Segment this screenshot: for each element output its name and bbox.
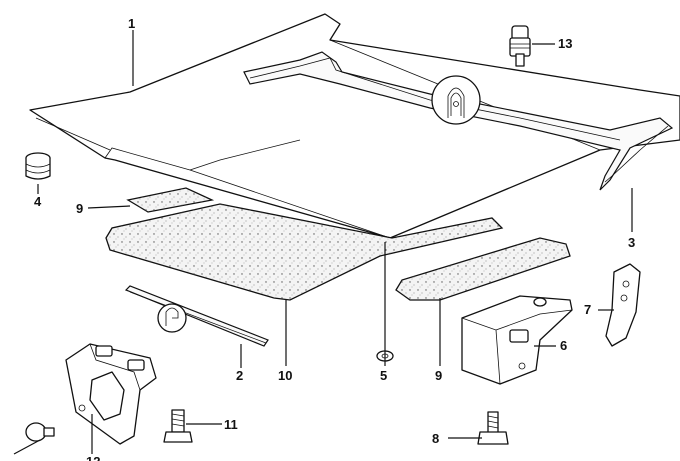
callout-3: 3 [628, 235, 635, 250]
insulation-pad-left-texture [128, 188, 212, 212]
locking-knob [25, 422, 55, 442]
callout-8: 8 [432, 431, 439, 446]
callout-1: 1 [128, 16, 135, 31]
insulation-pad-right-texture [396, 238, 570, 300]
callout-9-right: 9 [435, 368, 442, 383]
callout-4: 4 [34, 194, 42, 209]
bolt-8 [477, 411, 509, 445]
bolt-11 [163, 409, 193, 443]
rubber-buffer [509, 25, 531, 67]
callout-6: 6 [560, 338, 567, 353]
latch-plate [605, 263, 641, 347]
callout-9-left: 9 [76, 201, 83, 216]
insulation-mat-texture [106, 204, 502, 300]
leader-lines [13, 30, 633, 455]
callout-2: 2 [236, 368, 243, 383]
callout-5: 5 [380, 368, 387, 383]
callout-10: 10 [278, 368, 292, 383]
callout-12: 12 [86, 454, 100, 461]
hinge-bracket [65, 343, 157, 445]
callout-labels: 1 13 4 9 3 7 6 2 10 5 9 11 8 12 [34, 16, 635, 461]
grommet [25, 152, 51, 180]
callout-13: 13 [558, 36, 572, 51]
seal-profile-detail [431, 75, 481, 125]
lock-bracket [461, 295, 573, 385]
support-rod [124, 285, 269, 347]
seal-strip [243, 51, 674, 191]
callout-7: 7 [584, 302, 591, 317]
callout-11: 11 [224, 417, 238, 432]
